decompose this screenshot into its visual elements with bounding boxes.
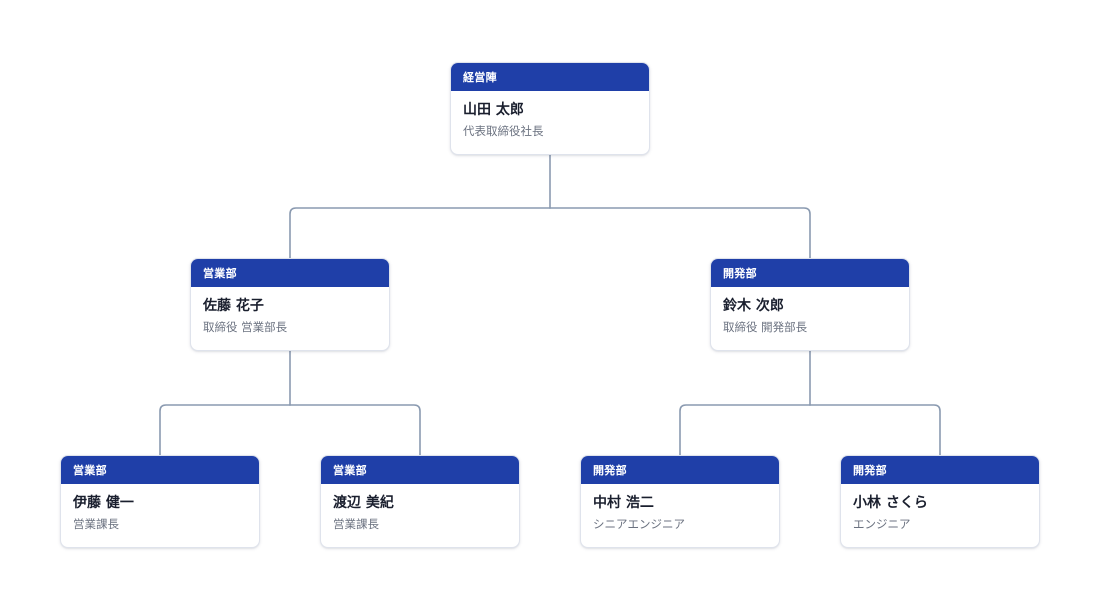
org-node-title: エンジニア xyxy=(853,516,911,531)
org-node-header: 開発部 xyxy=(581,456,779,484)
org-node-department: 経営陣 xyxy=(463,70,497,84)
org-node-header: 開発部 xyxy=(711,259,909,287)
org-node-body: 小林 さくら エンジニア xyxy=(841,484,1039,531)
org-node-header: 営業部 xyxy=(321,456,519,484)
org-node-body: 鈴木 次郎 取締役 開発部長 xyxy=(711,287,909,334)
org-node-department: 開発部 xyxy=(593,463,627,477)
org-node-sales-1[interactable]: 営業部 伊藤 健一 営業課長 xyxy=(60,455,260,548)
org-node-name: 渡辺 美紀 xyxy=(333,495,394,511)
org-node-dev-1[interactable]: 開発部 中村 浩二 シニアエンジニア xyxy=(580,455,780,548)
connector-dev-to-child-2 xyxy=(809,404,941,456)
org-node-header: 営業部 xyxy=(191,259,389,287)
org-node-body: 渡辺 美紀 営業課長 xyxy=(321,484,519,531)
connector-ceo-to-sales-head xyxy=(289,207,551,259)
org-node-sales-2[interactable]: 営業部 渡辺 美紀 営業課長 xyxy=(320,455,520,548)
org-node-dev-head[interactable]: 開発部 鈴木 次郎 取締役 開発部長 xyxy=(710,258,910,351)
org-node-name: 中村 浩二 xyxy=(593,495,654,511)
org-node-body: 佐藤 花子 取締役 営業部長 xyxy=(191,287,389,334)
connector-sales-to-child-2 xyxy=(289,404,421,456)
org-node-header: 開発部 xyxy=(841,456,1039,484)
connector-sales-to-child-1 xyxy=(159,404,291,456)
connector-ceo-to-dev-head xyxy=(549,207,811,259)
org-node-name: 山田 太郎 xyxy=(463,102,524,118)
org-node-title: 代表取締役社長 xyxy=(463,123,544,138)
org-node-department: 営業部 xyxy=(333,463,367,477)
org-node-body: 中村 浩二 シニアエンジニア xyxy=(581,484,779,531)
org-node-header: 経営陣 xyxy=(451,63,649,91)
org-node-ceo[interactable]: 経営陣 山田 太郎 代表取締役社長 xyxy=(450,62,650,155)
org-node-department: 開発部 xyxy=(853,463,887,477)
org-node-name: 伊藤 健一 xyxy=(73,495,134,511)
org-node-department: 営業部 xyxy=(73,463,107,477)
org-node-body: 伊藤 健一 営業課長 xyxy=(61,484,259,531)
org-node-name: 小林 さくら xyxy=(853,495,928,511)
org-node-name: 鈴木 次郎 xyxy=(723,298,784,314)
org-node-header: 営業部 xyxy=(61,456,259,484)
org-node-title: 営業課長 xyxy=(333,516,379,531)
org-node-department: 営業部 xyxy=(203,266,237,280)
org-node-name: 佐藤 花子 xyxy=(203,298,264,314)
org-node-title: 取締役 開発部長 xyxy=(723,319,808,334)
org-node-dev-2[interactable]: 開発部 小林 さくら エンジニア xyxy=(840,455,1040,548)
org-node-sales-head[interactable]: 営業部 佐藤 花子 取締役 営業部長 xyxy=(190,258,390,351)
org-node-department: 開発部 xyxy=(723,266,757,280)
org-node-title: シニアエンジニア xyxy=(593,516,685,531)
org-node-title: 営業課長 xyxy=(73,516,119,531)
connector-dev-to-child-1 xyxy=(679,404,811,456)
org-node-title: 取締役 営業部長 xyxy=(203,319,288,334)
org-node-body: 山田 太郎 代表取締役社長 xyxy=(451,91,649,138)
